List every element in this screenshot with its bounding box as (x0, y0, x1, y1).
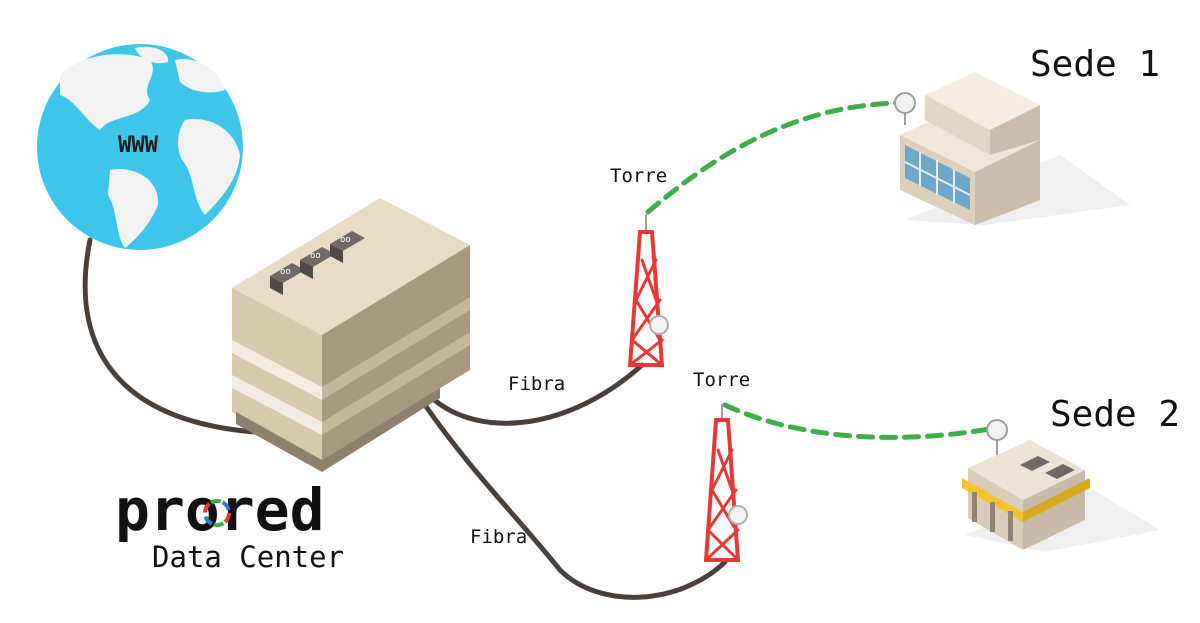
wireless-links (645, 100, 998, 440)
continent-europe (175, 59, 225, 93)
sede-1-label: Sede 1 (1030, 44, 1160, 85)
continent-north-america (60, 54, 153, 130)
tower-2 (703, 404, 748, 562)
cables (82, 237, 728, 600)
tower-1-label: Torre (610, 165, 667, 187)
internet-cable (82, 237, 258, 435)
globe: WWW (37, 44, 243, 250)
fiber-cable-2 (422, 402, 728, 600)
rooftop-ac-units: oo oo oo (270, 231, 365, 295)
tower-2-dish (728, 505, 748, 525)
tower-2-label: Torre (693, 369, 750, 391)
sede-2-building (962, 419, 1160, 552)
wireless-link-1 (645, 100, 903, 215)
continent-greenland (135, 46, 169, 64)
globe-label: WWW (118, 133, 158, 158)
fiber-cable-1 (429, 362, 645, 426)
fiber-2-label: Fibra (470, 526, 527, 548)
sede-2-dish (986, 419, 1008, 441)
wireless-link-2 (722, 402, 998, 440)
svg-text:oo: oo (280, 267, 291, 277)
svg-text:oo: oo (340, 235, 351, 245)
continent-south-america (108, 169, 159, 248)
sede-1-building (894, 72, 1130, 225)
brand-swirl-icon (203, 499, 231, 527)
data-center-building: oo oo oo (232, 198, 470, 472)
continent-africa (178, 119, 240, 215)
brand-subtitle: Data Center (152, 540, 344, 574)
sede-1-dish (894, 92, 916, 114)
brand-logo: prored Data Center (115, 476, 344, 574)
tower-1-dish (649, 315, 669, 335)
svg-text:oo: oo (310, 251, 321, 261)
sede-2-label: Sede 2 (1050, 394, 1180, 435)
brand-name: prored (115, 476, 325, 544)
tower-1 (627, 214, 669, 367)
fiber-1-label: Fibra (508, 373, 565, 395)
